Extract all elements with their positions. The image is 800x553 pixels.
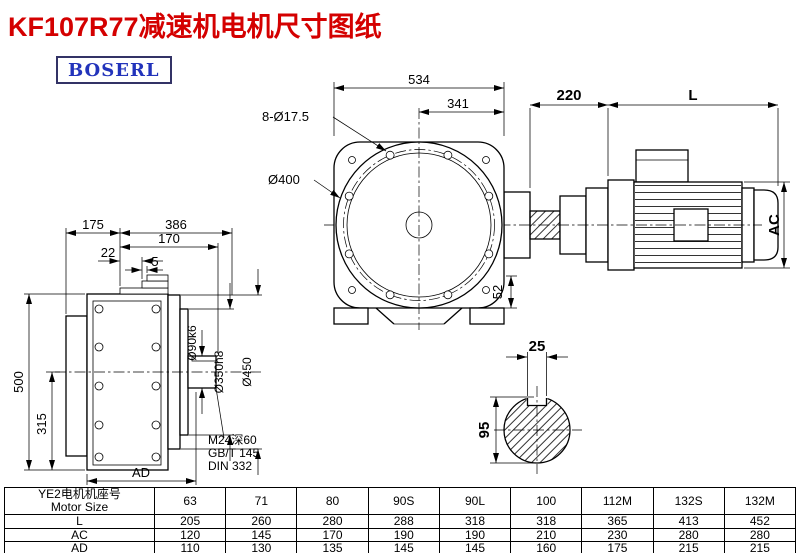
spigot-diameter-label: Ø350h8 bbox=[212, 350, 226, 393]
table-cell: 190 bbox=[438, 527, 512, 543]
table-header-cell: 132S bbox=[652, 487, 725, 515]
rear-cover bbox=[65, 315, 88, 457]
table-cell: 110 bbox=[153, 541, 227, 553]
front-view-dimensions: 534 341 8-Ø17.5 Ø400 52 bbox=[262, 72, 517, 309]
table-header-cell: 63 bbox=[153, 487, 227, 515]
dim-22-label: 22 bbox=[101, 245, 115, 260]
gearbox-side-view bbox=[55, 274, 262, 471]
table-cell: 145 bbox=[438, 541, 512, 553]
table-cell: 288 bbox=[367, 514, 440, 529]
dim-386-label: 386 bbox=[165, 217, 187, 232]
bolt-holes-label: 8-Ø17.5 bbox=[262, 109, 309, 124]
table-cell: 145 bbox=[225, 527, 298, 543]
dim-L-label: L bbox=[688, 87, 697, 104]
table-header-cell: 132M bbox=[723, 487, 797, 515]
page-title: KF107R77减速机电机尺寸图纸 bbox=[8, 12, 382, 42]
motor-dimensions: 220 L AC bbox=[529, 87, 790, 269]
shaft-section-dia-label: 95 bbox=[476, 422, 493, 439]
table-cell: 145 bbox=[367, 541, 440, 553]
motor-size-en: Motor Size bbox=[50, 500, 109, 514]
fan-cover bbox=[753, 189, 779, 261]
table-cell: 413 bbox=[652, 514, 725, 529]
shaft-diameter-label: Ø90k6 bbox=[185, 325, 199, 361]
row-label: AD bbox=[4, 541, 155, 553]
motor-size-cn: YE2电机机座号 bbox=[38, 487, 121, 502]
table-cell: 135 bbox=[296, 541, 369, 553]
shaft-keyway-line bbox=[191, 356, 216, 362]
table-cell: 318 bbox=[438, 514, 512, 529]
dim-341-label: 341 bbox=[447, 96, 469, 111]
brand-logo: BOSERL bbox=[56, 56, 172, 84]
table-cell: 160 bbox=[510, 541, 583, 553]
tap-note-line2: GB/T 145 bbox=[208, 446, 259, 460]
dim-220-label: 220 bbox=[556, 87, 581, 104]
dim-AC-label: AC bbox=[766, 214, 783, 236]
dim-AD-label: AD bbox=[132, 465, 150, 480]
key-width-label: 25 bbox=[529, 338, 546, 355]
table-header-cell: 80 bbox=[296, 487, 369, 515]
flange-od-label: Ø450 bbox=[240, 357, 254, 387]
dim-315-label: 315 bbox=[34, 413, 49, 435]
row-label: AC bbox=[4, 527, 155, 543]
table-cell: 130 bbox=[225, 541, 298, 553]
table-cell: 175 bbox=[581, 541, 654, 553]
table-cell: 260 bbox=[225, 514, 298, 529]
row-label: L bbox=[4, 514, 155, 529]
table-cell: 205 bbox=[153, 514, 227, 529]
table-cell: 170 bbox=[296, 527, 369, 543]
side-view-dimensions: 175 386 170 22 5 500 315 Ø90k6 bbox=[11, 217, 262, 485]
table-cell: 230 bbox=[581, 527, 654, 543]
table-header-cell: 100 bbox=[510, 487, 583, 515]
tap-note-line1: M24深60 bbox=[208, 433, 257, 447]
flange-diameter-label: Ø400 bbox=[268, 172, 300, 187]
dim-170-label: 170 bbox=[158, 231, 180, 246]
table-cell: 210 bbox=[510, 527, 583, 543]
table-header-motor-size: YE2电机机座号 Motor Size bbox=[4, 487, 155, 515]
table-header-cell: 90L bbox=[438, 487, 512, 515]
table-cell: 452 bbox=[723, 514, 797, 529]
gearbox-front-view bbox=[333, 108, 505, 330]
dim-175-label: 175 bbox=[82, 217, 104, 232]
table-row-L: L 205 260 280 288 318 318 365 413 452 bbox=[4, 514, 797, 529]
table-cell: 280 bbox=[296, 514, 369, 529]
table-cell: 365 bbox=[581, 514, 654, 529]
dim-500-label: 500 bbox=[11, 371, 26, 393]
table-header-row: YE2电机机座号 Motor Size 63 71 80 90S 90L 100… bbox=[4, 487, 797, 515]
table-cell: 215 bbox=[652, 541, 725, 553]
terminal-box bbox=[635, 149, 689, 183]
table-cell: 215 bbox=[723, 541, 797, 553]
table-cell: 280 bbox=[652, 527, 725, 543]
dim-5-label: 5 bbox=[151, 254, 158, 269]
tap-note-line3: DIN 332 bbox=[208, 459, 252, 473]
dim-534-label: 534 bbox=[408, 72, 430, 87]
table-header-cell: 112M bbox=[581, 487, 654, 515]
shaft-key-section: 25 95 bbox=[476, 338, 582, 474]
brand-logo-text: BOSERL bbox=[68, 59, 160, 81]
dim-52-label: 52 bbox=[490, 285, 505, 299]
motor-side-view bbox=[324, 149, 779, 271]
table-cell: 318 bbox=[510, 514, 583, 529]
motor-size-table: YE2电机机座号 Motor Size 63 71 80 90S 90L 100… bbox=[4, 487, 797, 553]
table-header-cell: 90S bbox=[367, 487, 440, 515]
table-cell: 120 bbox=[153, 527, 227, 543]
left-foot bbox=[333, 307, 369, 325]
table-row-AC: AC 120 145 170 190 190 210 230 280 280 bbox=[4, 527, 797, 543]
table-cell: 190 bbox=[367, 527, 440, 543]
table-row-AD: AD 110 130 135 145 145 160 175 215 215 bbox=[4, 541, 797, 553]
right-foot bbox=[469, 307, 505, 325]
table-cell: 280 bbox=[723, 527, 797, 543]
table-header-cell: 71 bbox=[225, 487, 298, 515]
